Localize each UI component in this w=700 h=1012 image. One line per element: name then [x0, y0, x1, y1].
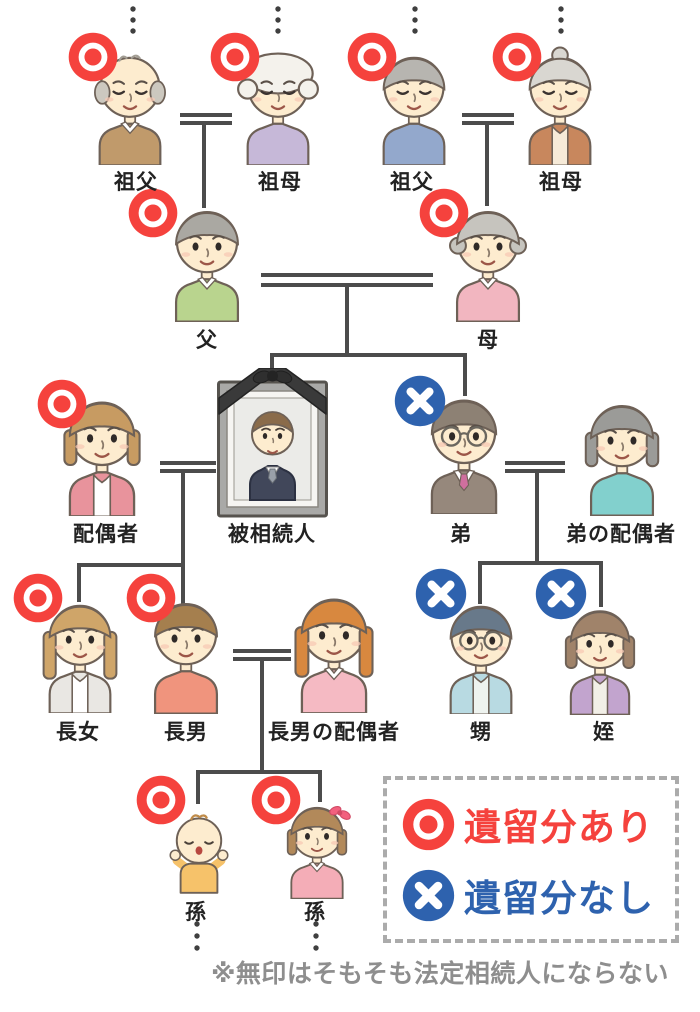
deceased-avatar: [217, 368, 328, 518]
person-label-eldest-daughter: 長女: [56, 721, 100, 744]
person-label-grandmother-maternal: 祖母: [539, 171, 583, 194]
iryubun-ari-badge-icon: [249, 773, 303, 827]
brother-spouse-avatar: [569, 392, 675, 516]
person-nephew: [429, 593, 533, 715]
iryubun-ari-badge-icon: [11, 571, 65, 625]
iryubun-ari-badge-icon: [417, 186, 471, 240]
eldest-daughter-avatar: [28, 592, 132, 714]
person-label-younger-brother: 弟: [450, 523, 472, 546]
person-grandchild-baby: [153, 810, 245, 896]
person-grandmother-paternal: [226, 44, 330, 166]
iryubun-nashi-badge-icon: [533, 566, 589, 622]
grandfather-paternal-avatar: [78, 44, 182, 166]
person-son-spouse: [279, 585, 389, 714]
grandchild-baby-avatar: [153, 810, 245, 896]
iryubun-ari-badge-icon: [208, 30, 262, 84]
eldest-son-avatar: [133, 590, 239, 714]
person-grandfather-maternal: [362, 44, 466, 166]
person-label-spouse: 配偶者: [73, 523, 139, 546]
iryubun-ari-badge-icon: [126, 186, 180, 240]
nephew-avatar: [429, 593, 533, 715]
person-eldest-son: [133, 590, 239, 714]
person-grandchild-girl: [273, 796, 361, 899]
person-deceased: [217, 368, 328, 518]
target-circle-icon: [400, 796, 457, 853]
iryubun-nashi-badge-icon: [413, 566, 469, 622]
person-label-grandchild-girl: 孫: [304, 901, 326, 924]
legend-item-has-portion: 遺留分あり: [400, 796, 675, 853]
person-label-father: 父: [196, 329, 218, 352]
spouse-avatar: [47, 388, 157, 517]
person-label-eldest-son: 長男: [164, 721, 208, 744]
person-label-nephew: 甥: [470, 721, 492, 744]
person-label-grandfather-paternal: 祖父: [114, 171, 158, 194]
iryubun-ari-badge-icon: [490, 30, 544, 84]
younger-brother-avatar: [409, 386, 519, 515]
person-father: [154, 198, 260, 322]
father-avatar: [154, 198, 260, 322]
grandchild-girl-avatar: [273, 796, 361, 899]
grandmother-maternal-avatar: [508, 44, 612, 166]
person-label-son-spouse: 長男の配偶者: [268, 721, 400, 744]
son-spouse-avatar: [279, 585, 389, 714]
footnote: ※無印はそもそも法定相続人にならない: [211, 960, 669, 988]
legend-item-no-portion: 遺留分なし: [400, 867, 675, 924]
person-brother-spouse: [569, 392, 675, 516]
iryubun-nashi-badge-icon: [392, 373, 448, 429]
legend-label-has-portion: 遺留分あり: [464, 807, 654, 848]
person-label-niece: 姪: [593, 721, 615, 744]
grandmother-paternal-avatar: [226, 44, 330, 166]
legend-label-no-portion: 遺留分なし: [464, 878, 654, 919]
person-label-grandchild-baby: 孫: [185, 901, 207, 924]
person-eldest-daughter: [28, 592, 132, 714]
person-grandmother-maternal: [508, 44, 612, 166]
iryubun-ari-badge-icon: [345, 30, 399, 84]
person-label-grandfather-maternal: 祖父: [390, 171, 434, 194]
person-label-brother-spouse: 弟の配偶者: [566, 523, 676, 546]
person-label-grandmother-paternal: 祖母: [258, 171, 302, 194]
person-grandfather-paternal: [78, 44, 182, 166]
person-label-mother: 母: [477, 329, 499, 352]
iryubun-ari-badge-icon: [134, 773, 188, 827]
person-younger-brother: [409, 386, 519, 515]
legend: 遺留分あり 遺留分なし: [383, 776, 679, 943]
person-label-deceased: 被相続人: [228, 523, 316, 546]
mother-avatar: [435, 198, 541, 322]
iryubun-ari-badge-icon: [124, 571, 178, 625]
person-spouse: [47, 388, 157, 517]
iryubun-ari-badge-icon: [35, 377, 89, 431]
grandfather-maternal-avatar: [362, 44, 466, 166]
person-mother: [435, 198, 541, 322]
cross-circle-icon: [400, 867, 457, 924]
iryubun-ari-badge-icon: [66, 30, 120, 84]
niece-avatar: [550, 598, 650, 715]
person-niece: [550, 598, 650, 715]
